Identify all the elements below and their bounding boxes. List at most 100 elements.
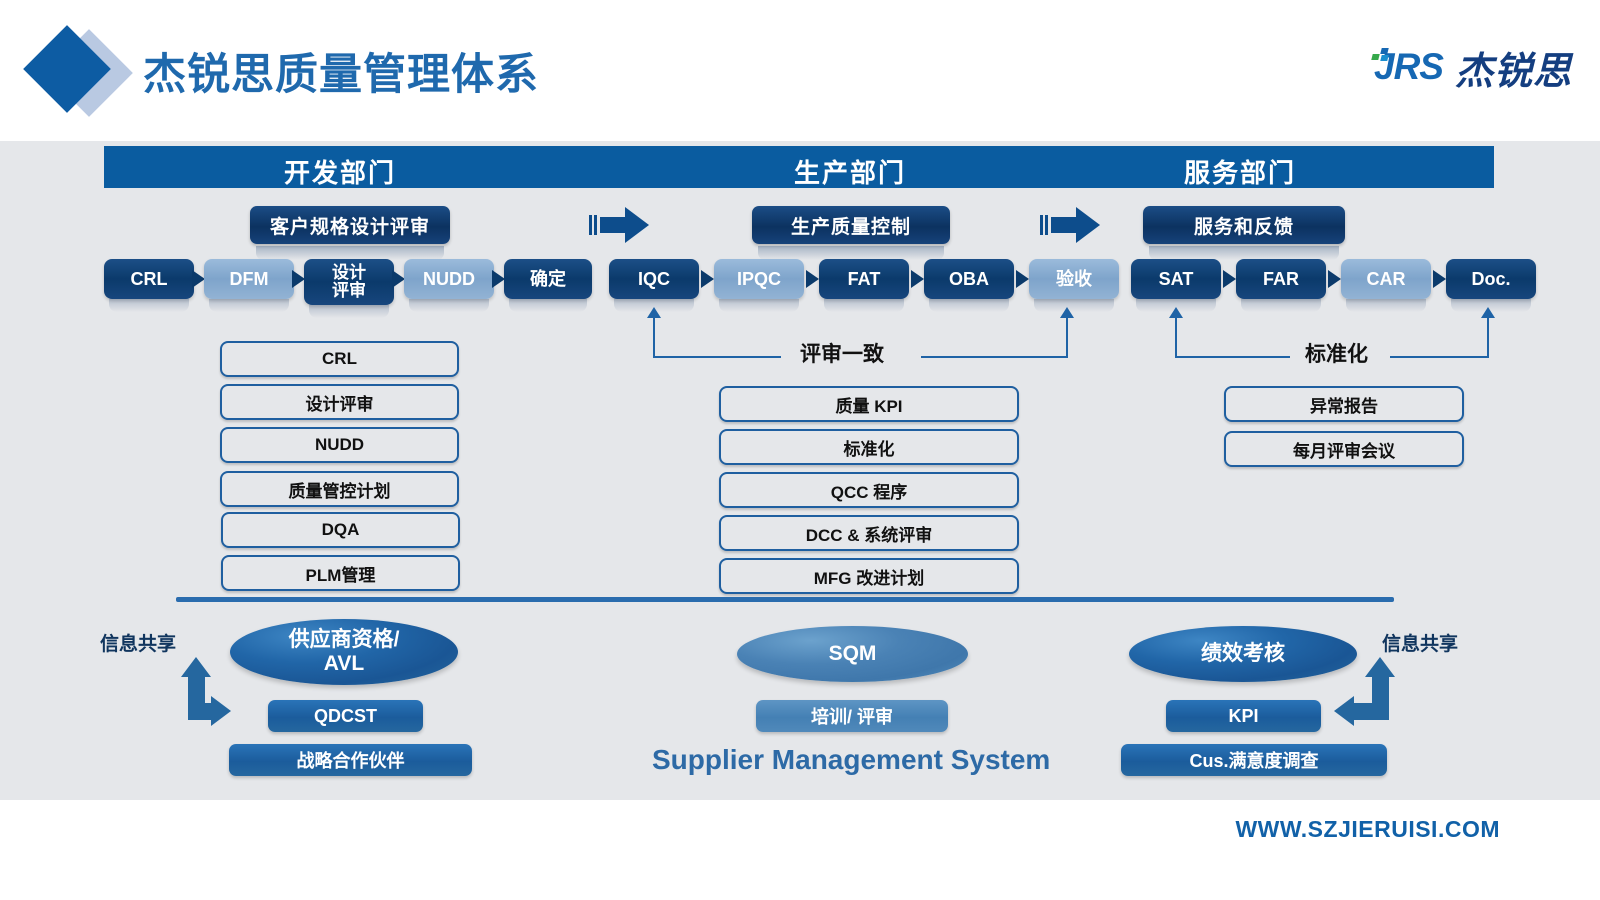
list-item-dev-1[interactable]: 设计评审 (220, 384, 459, 420)
flow-arrow-icon (1328, 270, 1341, 288)
logo-dots-icon (1371, 48, 1394, 61)
list-item-serv-1[interactable]: 每月评审会议 (1224, 431, 1464, 467)
list-item-label: CRL (322, 349, 357, 368)
sms-ellipse-label: 供应商资格/ AVL (288, 627, 400, 675)
flow-chip-nudd[interactable]: NUDD (404, 259, 494, 312)
connector-label-standardization: 标准化 (1305, 343, 1368, 366)
chip-label: 确定 (530, 268, 566, 289)
flow-chip-dfm[interactable]: DFM (204, 259, 294, 312)
chip-label: FAR (1263, 268, 1299, 289)
chip-label: OBA (949, 268, 989, 289)
sms-box-kpi[interactable]: KPI (1166, 700, 1321, 732)
list-item-dev-2[interactable]: NUDD (220, 427, 459, 463)
flow-chip-confirm[interactable]: 确定 (504, 259, 592, 312)
flow-arrow-icon (1223, 270, 1236, 288)
slide-footer: WWW.SZJIERUISI.COM (0, 800, 1600, 900)
list-item-prod-2[interactable]: QCC 程序 (719, 472, 1019, 508)
sms-box-label: 培训/ 评审 (810, 707, 893, 727)
list-item-prod-0[interactable]: 质量 KPI (719, 386, 1019, 422)
list-item-serv-0[interactable]: 异常报告 (1224, 386, 1464, 422)
diamond-logo-icon (23, 20, 133, 124)
list-item-prod-4[interactable]: MFG 改进计划 (719, 558, 1019, 594)
list-item-label: MFG 改进计划 (813, 568, 925, 588)
flow-chip-far[interactable]: FAR (1236, 259, 1326, 312)
section-divider (176, 597, 1394, 602)
sms-ellipse-label: 绩效考核 (1201, 641, 1285, 665)
flow-arrow-icon (392, 270, 405, 288)
flow-chip-oba[interactable]: OBA (924, 259, 1014, 312)
diagram-panel: 开发部门 生产部门 服务部门 客户规格设计评审 生产质量控制 服务和反馈 CRL… (0, 141, 1600, 800)
list-item-dev-0[interactable]: CRL (220, 341, 459, 377)
flow-chip-acceptance[interactable]: 验收 (1029, 259, 1119, 312)
list-item-label: DQA (321, 520, 360, 539)
flow-arrow-icon (492, 270, 505, 288)
sms-ellipse-supplier-qualification[interactable]: 供应商资格/ AVL (230, 619, 458, 685)
sms-box-training-review[interactable]: 培训/ 评审 (756, 700, 948, 732)
connector-label-review-consistency: 评审一致 (800, 343, 884, 366)
flow-arrow-icon (701, 270, 714, 288)
sms-box-label: Cus.满意度调查 (1189, 751, 1319, 771)
list-item-label: NUDD (314, 435, 365, 454)
stage-pill-service-feedback[interactable]: 服务和反馈 (1143, 206, 1345, 260)
flow-chip-ipqc[interactable]: IPQC (714, 259, 804, 312)
sms-ellipse-label: SQM (828, 641, 877, 665)
stage-pill-label: 生产质量控制 (790, 216, 911, 238)
list-item-prod-3[interactable]: DCC & 系统评审 (719, 515, 1019, 551)
list-item-prod-1[interactable]: 标准化 (719, 429, 1019, 465)
page-title: 杰锐思质量管理体系 (143, 51, 539, 99)
flow-chip-doc[interactable]: Doc. (1446, 259, 1536, 312)
flow-chip-sat[interactable]: SAT (1131, 259, 1221, 312)
stage-pill-production-quality-control[interactable]: 生产质量控制 (752, 206, 950, 260)
company-logo: JRS 杰锐思 (1371, 44, 1572, 93)
chip-label: IPQC (736, 268, 781, 289)
sms-box-customer-satisfaction-survey[interactable]: Cus.满意度调查 (1121, 744, 1387, 776)
website-url[interactable]: WWW.SZJIERUISI.COM (1235, 816, 1500, 842)
flow-arrow-icon (1016, 270, 1029, 288)
flow-chip-iqc[interactable]: IQC (609, 259, 699, 312)
chip-label: CAR (1366, 268, 1406, 289)
list-item-label: 质量 KPI (835, 396, 903, 416)
chip-label: NUDD (423, 268, 475, 289)
flow-chip-car[interactable]: CAR (1341, 259, 1431, 312)
sms-ellipse-performance-review[interactable]: 绩效考核 (1129, 626, 1357, 682)
list-item-label: 每月评审会议 (1293, 441, 1395, 461)
chip-label: SAT (1158, 268, 1194, 289)
department-label-production: 生产部门 (794, 158, 907, 188)
department-label-development: 开发部门 (284, 158, 397, 188)
sms-ellipse-sqm[interactable]: SQM (737, 626, 968, 682)
list-item-dev-3[interactable]: 质量管控计划 (220, 471, 459, 507)
flow-arrow-icon (292, 270, 305, 288)
info-share-arrow-right-icon (1334, 657, 1396, 735)
flow-chip-design-review[interactable]: 设计 评审 (304, 259, 394, 318)
department-header-bar: 开发部门 生产部门 服务部门 (104, 146, 1494, 188)
chip-label: 验收 (1056, 268, 1092, 289)
flow-arrow-icon (806, 270, 819, 288)
flow-chip-fat[interactable]: FAT (819, 259, 909, 312)
list-item-dev-5[interactable]: PLM管理 (221, 555, 460, 591)
flow-arrow-icon (911, 270, 924, 288)
chip-label: DFM (229, 268, 269, 289)
slide-header: 杰锐思质量管理体系 JRS 杰锐思 (0, 0, 1600, 141)
stage-pill-label: 服务和反馈 (1193, 216, 1294, 238)
sms-box-label: QDCST (314, 705, 377, 726)
list-item-label: 标准化 (843, 439, 895, 459)
stage-arrow-dev-to-prod-icon (589, 207, 651, 243)
sms-box-qdcst[interactable]: QDCST (268, 700, 423, 732)
department-label-service: 服务部门 (1184, 158, 1297, 188)
stage-pill-customer-spec-review[interactable]: 客户规格设计评审 (250, 206, 450, 260)
sms-box-label: KPI (1228, 705, 1259, 726)
list-item-label: QCC 程序 (830, 482, 908, 502)
info-share-label-right: 信息共享 (1382, 634, 1459, 655)
chip-label: 设计 评审 (332, 263, 366, 300)
list-item-label: 异常报告 (1310, 396, 1378, 416)
flow-chip-crl[interactable]: CRL (104, 259, 194, 312)
flow-arrow-icon (1433, 270, 1446, 288)
chip-label: FAT (847, 268, 881, 289)
info-share-arrow-left-icon (170, 657, 231, 735)
stage-pill-label: 客户规格设计评审 (269, 216, 430, 238)
sms-box-strategic-partner[interactable]: 战略合作伙伴 (229, 744, 472, 776)
list-item-dev-4[interactable]: DQA (221, 512, 460, 548)
logo-company-name: 杰锐思 (1454, 50, 1572, 93)
sms-box-label: 战略合作伙伴 (296, 751, 405, 771)
